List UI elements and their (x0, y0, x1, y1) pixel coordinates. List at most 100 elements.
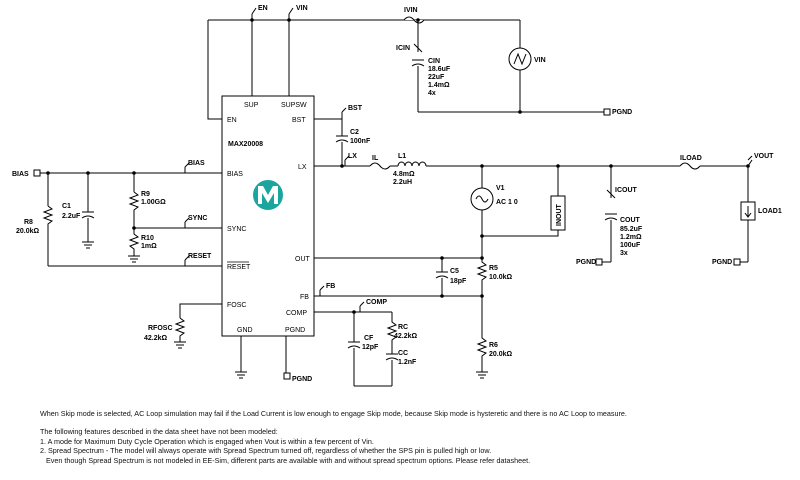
probe-ivin-label: IVIN (404, 7, 418, 14)
pgnd-port-load[interactable] (733, 258, 741, 266)
bias-port[interactable] (33, 169, 41, 177)
pin-out: OUT (295, 256, 311, 263)
r9-name: R9 (141, 191, 150, 198)
cin-plate-bottom (411, 63, 425, 67)
net-pgnd-ic: PGND (292, 376, 312, 383)
pin-sup: SUP (244, 102, 259, 109)
pin-lx: LX (298, 164, 307, 171)
note-feature-2-detail: Even though Spread Spectrum is not model… (46, 455, 531, 465)
wire-en (207, 20, 222, 120)
cin-value-4: 4x (428, 90, 436, 97)
inductor-l1[interactable] (397, 161, 427, 167)
c1-name: C1 (62, 203, 71, 210)
net-reset: RESET (188, 253, 212, 260)
pin-fb: FB (300, 294, 309, 301)
c2-name: C2 (350, 129, 359, 136)
net-lx: LX (348, 153, 357, 160)
note-feature-1: 1. A mode for Maximum Duty Cycle Operati… (40, 436, 374, 446)
probe-iload-label: ILOAD (680, 155, 702, 162)
resistor-r10[interactable] (128, 228, 140, 256)
r6-name: R6 (489, 342, 498, 349)
resistor-r6[interactable] (476, 296, 488, 372)
cf-name: CF (364, 335, 374, 342)
resistor-rc[interactable] (386, 312, 398, 354)
cin-name: CIN (428, 58, 440, 65)
pin-bias: BIAS (227, 171, 243, 178)
cin-value-3: 1.4mΩ (428, 82, 450, 89)
pin-fosc: FOSC (227, 302, 246, 309)
probe-ivin[interactable] (403, 16, 425, 24)
cc-value: 1.2nF (398, 359, 417, 366)
rc-name: RC (398, 324, 408, 331)
net-sync: SYNC (188, 215, 207, 222)
net-pgnd-load: PGND (712, 259, 732, 266)
r8-value: 20.0kΩ (16, 228, 40, 235)
pin-reset: RESET (227, 264, 251, 271)
resistor-r5[interactable] (476, 258, 488, 296)
resistor-r9[interactable] (128, 191, 140, 228)
cin-value-2: 22uF (428, 74, 445, 81)
net-en: EN (258, 5, 268, 12)
pin-supsw: SUPSW (281, 102, 307, 109)
cin-value-1: 18.6uF (428, 66, 451, 73)
note-skip-mode: When Skip mode is selected, AC Loop simu… (40, 409, 627, 418)
r5-value: 10.0kΩ (489, 274, 513, 281)
rc-value: 42.2kΩ (394, 333, 418, 340)
r8-name: R8 (24, 219, 33, 226)
net-bias: BIAS (188, 160, 205, 167)
c2-value: 100nF (350, 138, 371, 145)
net-comp: COMP (366, 299, 387, 306)
pin-comp: COMP (286, 310, 307, 317)
c1-value: 2.2uF (62, 213, 81, 220)
cout-value-4: 3x (620, 250, 628, 257)
ic-body[interactable] (221, 95, 315, 337)
inout-label: INOUT (556, 204, 563, 227)
pgnd-port-ic[interactable] (283, 372, 291, 380)
note-feature-2: 2. Spread Spectrum - The model will alwa… (40, 446, 492, 456)
resistor-r8[interactable] (42, 205, 54, 266)
net-fb: FB (326, 283, 335, 290)
v1-value: AC 1 0 (496, 199, 518, 206)
r10-value: 1mΩ (141, 243, 157, 250)
pgnd-port-cout[interactable] (595, 258, 603, 266)
probe-icin-label: ICIN (396, 45, 410, 52)
pin-pgnd: PGND (285, 327, 305, 334)
net-pgnd-vin: PGND (612, 109, 632, 116)
l1-value-1: 4.8mΩ (393, 171, 415, 178)
note-features-header: The following features described in the … (40, 427, 278, 437)
net-bias-port: BIAS (12, 171, 29, 178)
probe-iload[interactable] (679, 162, 701, 170)
net-bst: BST (348, 105, 363, 112)
probe-il[interactable] (369, 162, 391, 170)
probe-il-label: IL (372, 155, 379, 162)
cout-value-3: 100uF (620, 242, 641, 249)
cout-value-1: 85.2uF (620, 226, 643, 233)
net-pgnd-cout: PGND (576, 259, 596, 266)
cout-value-2: 1.2mΩ (620, 234, 642, 241)
r10-name: R10 (141, 235, 154, 242)
resistor-rfosc[interactable] (174, 317, 186, 342)
ic-name: MAX20008 (228, 141, 263, 148)
notes-block: When Skip mode is selected, AC Loop simu… (40, 409, 780, 465)
pin-gnd: GND (237, 327, 253, 334)
pin-en: EN (227, 117, 237, 124)
net-vin: VIN (296, 5, 308, 12)
l1-name: L1 (398, 153, 406, 160)
cc-name: CC (398, 350, 408, 357)
pin-sync: SYNC (227, 226, 246, 233)
net-vout: VOUT (754, 153, 774, 160)
vin-source-label: VIN (534, 57, 546, 64)
probe-icout-label: ICOUT (615, 187, 638, 194)
v1-name: V1 (496, 185, 505, 192)
maxim-logo (253, 180, 283, 210)
cf-value: 12pF (362, 344, 379, 351)
rfosc-name: RFOSC (148, 325, 173, 332)
rfosc-value: 42.2kΩ (144, 335, 168, 342)
pin-bst: BST (292, 117, 306, 124)
cout-name: COUT (620, 217, 641, 224)
r6-value: 20.0kΩ (489, 351, 513, 358)
pgnd-port-vin[interactable] (603, 108, 611, 116)
r5-name: R5 (489, 265, 498, 272)
r9-value: 1.00GΩ (141, 199, 166, 206)
c5-name: C5 (450, 268, 459, 275)
